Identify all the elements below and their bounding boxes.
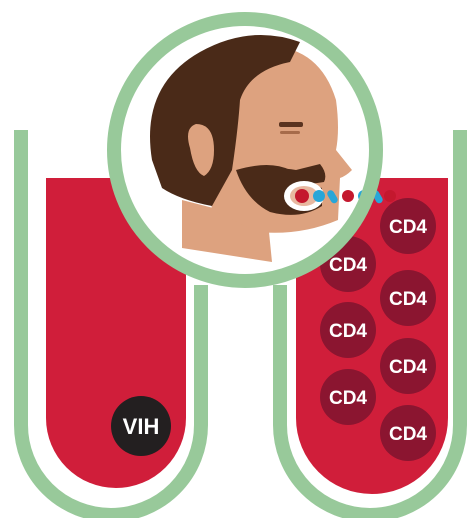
pill-red-icon [384, 190, 396, 202]
pill-blue-icon [313, 190, 325, 202]
pill-red-icon [295, 189, 309, 203]
cd4-cell-7: CD4 [380, 405, 436, 461]
cd4-cell-3: CD4 [380, 270, 436, 326]
cd4-label: CD4 [389, 357, 427, 378]
cd4-cell-1: CD4 [380, 198, 436, 254]
cd4-label: CD4 [389, 424, 427, 445]
cd4-cell-5: CD4 [380, 338, 436, 394]
cd4-label: CD4 [329, 321, 367, 342]
pill-red-icon [342, 190, 354, 202]
cd4-label: CD4 [389, 289, 427, 310]
hiv-label: VIH [123, 414, 160, 439]
cd4-cell-4: CD4 [320, 302, 376, 358]
cd4-label: CD4 [389, 217, 427, 238]
cd4-label: CD4 [329, 255, 367, 276]
cd4-cell-6: CD4 [320, 369, 376, 425]
hiv-virus-badge: VIH [111, 396, 171, 456]
cd4-label: CD4 [329, 388, 367, 409]
